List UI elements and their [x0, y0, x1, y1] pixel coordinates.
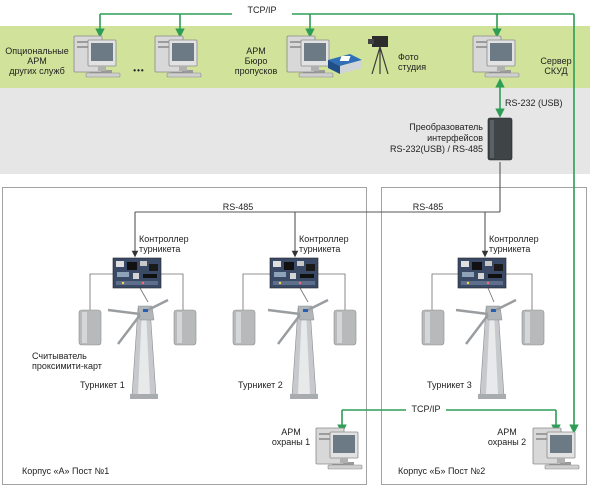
building-a-label: Корпус «А» Пост №1	[22, 466, 110, 476]
rs485-label-left: RS-485	[222, 202, 254, 212]
guard-workstation-1-label: АРМ охраны 1	[271, 427, 311, 447]
card-reader-label: Считыватель проксимити-карт	[32, 351, 102, 371]
guard-workstation-2	[532, 427, 580, 470]
turnstile-1-label: Турникет 1	[80, 380, 125, 390]
card-reader-2a	[232, 309, 256, 346]
badge-office-label: АРМ Бюро пропусков	[234, 46, 278, 76]
ellipsis-label: •••	[133, 66, 145, 75]
turnstile-2-label: Турникет 2	[238, 380, 283, 390]
guard-workstation-1	[315, 427, 363, 470]
building-b-box	[381, 187, 587, 485]
card-reader-1a	[78, 309, 102, 346]
tcpip-top-bus	[95, 13, 579, 434]
building-b-label: Корпус «Б» Пост №2	[398, 466, 486, 476]
device-wiring	[89, 273, 533, 310]
card-reader-3b	[521, 309, 545, 346]
card-reader-1b	[173, 309, 197, 346]
turnstile-controller-3	[457, 257, 507, 289]
optional-workstations-label: Опциональные АРМ других служб	[5, 46, 69, 76]
controller-3-label: Контроллер турникета	[489, 234, 539, 254]
rs232-label: RS-232 (USB)	[505, 98, 563, 108]
rs485-bus	[131, 162, 501, 258]
turnstile-controller-2	[269, 257, 319, 289]
server-label: Сервер СКУД	[540, 56, 572, 76]
guard-workstation-2-label: АРМ охраны 2	[487, 427, 527, 447]
building-a-box	[2, 187, 367, 485]
turnstile-3-label: Турникет 3	[427, 380, 472, 390]
controller-2-label: Контроллер турникета	[299, 234, 349, 254]
rs485-label-right: RS-485	[412, 202, 444, 212]
card-reader-2b	[333, 309, 357, 346]
controller-1-label: Контроллер турникета	[139, 234, 189, 254]
converter-label: Преобразователь интерфейсов RS-232(USB) …	[389, 122, 483, 154]
interface-converter	[487, 117, 513, 161]
tcpip-top-label: TCP/IP	[232, 5, 292, 15]
card-reader-3a	[421, 309, 445, 346]
tcpip-bottom-label: TCP/IP	[406, 404, 446, 414]
turnstile-controller-1	[112, 257, 162, 289]
photo-studio-label: Фото студия	[398, 52, 427, 72]
